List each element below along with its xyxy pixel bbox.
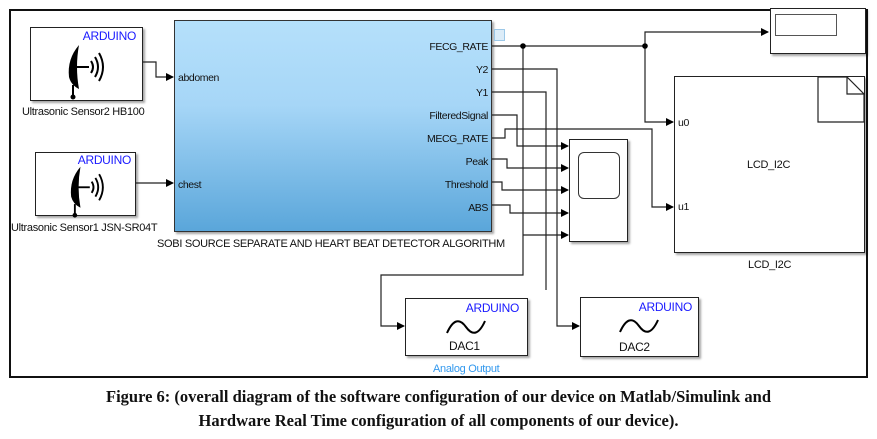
sine-wave-icon xyxy=(619,319,659,333)
branch-point xyxy=(520,43,526,49)
wire-y2-dac2 xyxy=(492,68,580,330)
output-port-filtered-signal: FilteredSignal xyxy=(429,110,488,122)
output-port-mecg-rate: MECG_RATE xyxy=(427,133,488,145)
wire-sensor2-abdomen xyxy=(143,61,174,81)
wire-abs-scope xyxy=(492,204,569,217)
wire-filtered-scope xyxy=(492,114,569,150)
sobi-algorithm-block[interactable]: abdomen chest FECG_RATE Y2 Y1 FilteredSi… xyxy=(174,20,492,232)
scope-block[interactable] xyxy=(569,139,628,242)
input-port-u1: u1 xyxy=(678,201,689,213)
ultrasonic-sensor1-block[interactable]: ARDUINO xyxy=(35,152,136,218)
ultrasonic-sensor2-block[interactable]: ARDUINO xyxy=(30,27,143,101)
output-port-y2: Y2 xyxy=(475,64,488,76)
wire-fecg-display xyxy=(644,28,769,46)
output-port-peak: Peak xyxy=(465,156,489,168)
display-block[interactable] xyxy=(770,8,866,54)
input-port-chest: chest xyxy=(178,179,202,191)
output-port-threshold: Threshold xyxy=(444,179,488,191)
branch-point xyxy=(642,43,648,49)
ultrasonic-sensor-icon xyxy=(70,166,104,218)
scope-icon xyxy=(578,152,620,199)
lcd-i2c-block[interactable]: u0 u1 LCD_I2C xyxy=(674,76,865,253)
output-port-fecg-rate: FECG_RATE xyxy=(429,41,488,53)
sine-wave-icon xyxy=(446,320,486,334)
dac1-block[interactable]: ARDUINO DAC1 xyxy=(405,298,528,356)
ultrasonic-sensor2-label: Ultrasonic Sensor2 HB100 xyxy=(22,106,145,118)
subsystem-mask-icon xyxy=(494,29,505,41)
lcd-block-label: LCD_I2C xyxy=(748,259,792,271)
document-icon xyxy=(817,76,865,123)
wire-fecg-lcd-u0 xyxy=(644,46,674,126)
lcd-block-title: LCD_I2C xyxy=(747,159,791,171)
arduino-badge: ARDUINO xyxy=(82,29,137,43)
figure-caption-line1: Figure 6: (overall diagram of the softwa… xyxy=(105,387,772,406)
output-port-abs: ABS xyxy=(468,202,488,214)
wire-peak-scope xyxy=(492,158,569,172)
sobi-block-label: SOBI SOURCE SEPARATE AND HEART BEAT DETE… xyxy=(157,238,505,250)
wire-mecg-lcd-u1 xyxy=(492,128,674,211)
input-port-abdomen: abdomen xyxy=(178,72,219,84)
input-port-u0: u0 xyxy=(678,117,689,129)
ultrasonic-sensor-icon xyxy=(68,45,104,100)
display-readout xyxy=(775,14,837,36)
dac2-name: DAC2 xyxy=(619,340,650,354)
dac2-block[interactable]: ARDUINO DAC2 xyxy=(580,297,699,357)
wire-y1-dac xyxy=(492,91,547,290)
analog-output-label: Analog Output xyxy=(433,363,500,375)
wire-fecg-dac1 xyxy=(380,46,524,330)
ultrasonic-sensor1-label: Ultrasonic Sensor1 JSN-SR04T xyxy=(11,222,158,234)
arduino-badge: ARDUINO xyxy=(77,153,132,167)
arduino-badge: ARDUINO xyxy=(465,301,520,315)
arduino-badge: ARDUINO xyxy=(638,300,693,314)
output-port-y1: Y1 xyxy=(475,87,488,99)
wire-threshold-scope xyxy=(492,181,569,194)
dac1-name: DAC1 xyxy=(449,339,480,353)
figure-caption-line2: Hardware Real Time configuration of all … xyxy=(198,411,679,430)
